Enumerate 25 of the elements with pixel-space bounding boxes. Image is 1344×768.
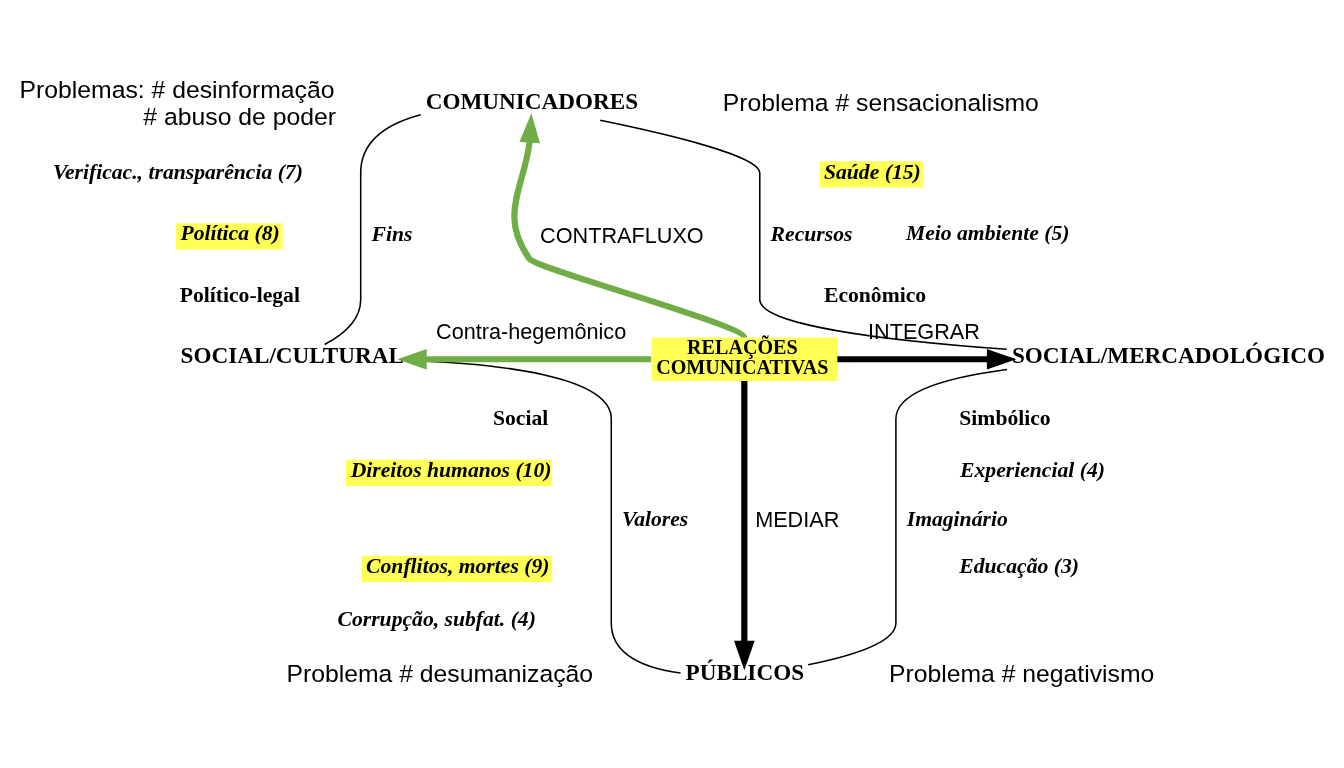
edge-label: Imaginário bbox=[906, 506, 1008, 531]
label: Social bbox=[492, 405, 549, 430]
label: Problemas: # desinformação # abuso de poder bbox=[19, 75, 336, 131]
node-text: SOCIAL/CULTURAL bbox=[180, 342, 404, 369]
label: Problema # negativismo bbox=[888, 660, 1155, 688]
edge-label: Fins bbox=[371, 222, 413, 247]
edge-label: Valores bbox=[622, 506, 689, 531]
node-text: PÚBLICOS bbox=[685, 659, 805, 686]
label: Problema # desumanização bbox=[286, 660, 594, 688]
label: Simbólico bbox=[959, 405, 1051, 430]
label: Experiencial (4) bbox=[960, 458, 1105, 483]
node-text: COMUNICADORES bbox=[425, 88, 639, 115]
label: Político-legal bbox=[179, 283, 300, 308]
node-text: SOCIAL/MERCADOLÓGICO bbox=[1011, 342, 1325, 369]
label: Corrupção, subfat. (4) bbox=[337, 606, 536, 631]
edge-label: Recursos bbox=[770, 222, 853, 247]
label: Verificac., transparência (7) bbox=[52, 159, 303, 184]
edge-label: MEDIAR bbox=[755, 507, 840, 533]
label: Problema # sensacionalismo bbox=[722, 89, 1039, 117]
edge-label: CONTRAFLUXO bbox=[540, 222, 704, 248]
label: Meio ambiente (5) bbox=[905, 221, 1070, 246]
label: Econômico bbox=[823, 283, 927, 308]
edge-label: Contra-hegemônico bbox=[436, 318, 627, 344]
label: Educação (3) bbox=[959, 554, 1079, 579]
edge-label: INTEGRAR bbox=[868, 318, 980, 344]
